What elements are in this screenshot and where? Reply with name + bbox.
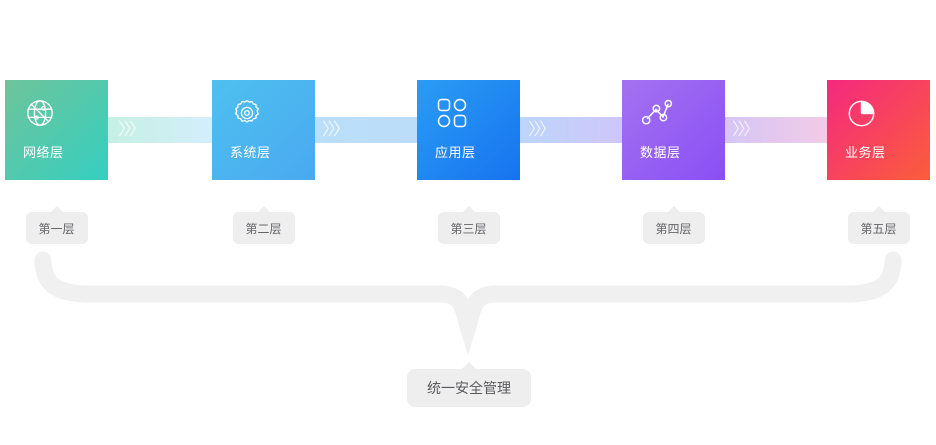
unified-security-management-pill[interactable]: 统一安全管理: [407, 362, 531, 407]
tier-badge-label: 第五层: [860, 221, 897, 236]
tier-badge-label: 第四层: [655, 221, 692, 236]
unified-security-management-label: 统一安全管理: [427, 380, 511, 396]
globe-icon: [23, 96, 57, 130]
node-graph-icon: [640, 96, 674, 130]
connector-application-to-data: 〉〉〉: [518, 117, 622, 143]
chevron-right-triple-icon: 〉〉〉: [732, 119, 760, 140]
layer-card-network[interactable]: 网络层: [5, 80, 108, 180]
layer-card-label: 网络层: [23, 145, 64, 160]
layer-card-application[interactable]: 应用层: [417, 80, 520, 180]
tier-badge-label: 第二层: [245, 221, 282, 236]
layer-card-system[interactable]: 系统层: [212, 80, 315, 180]
gear-icon: [230, 96, 264, 130]
tier-badge-label: 第三层: [450, 221, 487, 236]
tier-badge-first: 第一层: [25, 206, 88, 244]
chevron-right-triple-icon: 〉〉〉: [322, 119, 350, 140]
connector-data-to-business: 〉〉〉: [722, 117, 827, 143]
tier-badge-fifth: 第五层: [847, 206, 910, 244]
pie-chart-icon: [845, 96, 879, 130]
layer-card-label: 业务层: [845, 145, 886, 160]
tier-badge-fourth: 第四层: [642, 206, 705, 244]
tier-badge-third: 第三层: [437, 206, 500, 244]
layer-card-label: 系统层: [230, 145, 271, 160]
connector-network-to-system: 〉〉〉: [108, 117, 212, 143]
layer-card-label: 数据层: [640, 145, 681, 160]
layer-card-business[interactable]: 业务层: [827, 80, 930, 180]
converging-bracket: [34, 251, 902, 356]
layer-card-data[interactable]: 数据层: [622, 80, 725, 180]
chevron-right-triple-icon: 〉〉〉: [118, 119, 146, 140]
connector-system-to-application: 〉〉〉: [312, 117, 417, 143]
chevron-right-triple-icon: 〉〉〉: [528, 119, 556, 140]
tier-badge-second: 第二层: [232, 206, 295, 244]
tier-badge-label: 第一层: [38, 221, 75, 236]
layer-card-label: 应用层: [435, 145, 476, 160]
apps-grid-icon: [435, 96, 469, 130]
